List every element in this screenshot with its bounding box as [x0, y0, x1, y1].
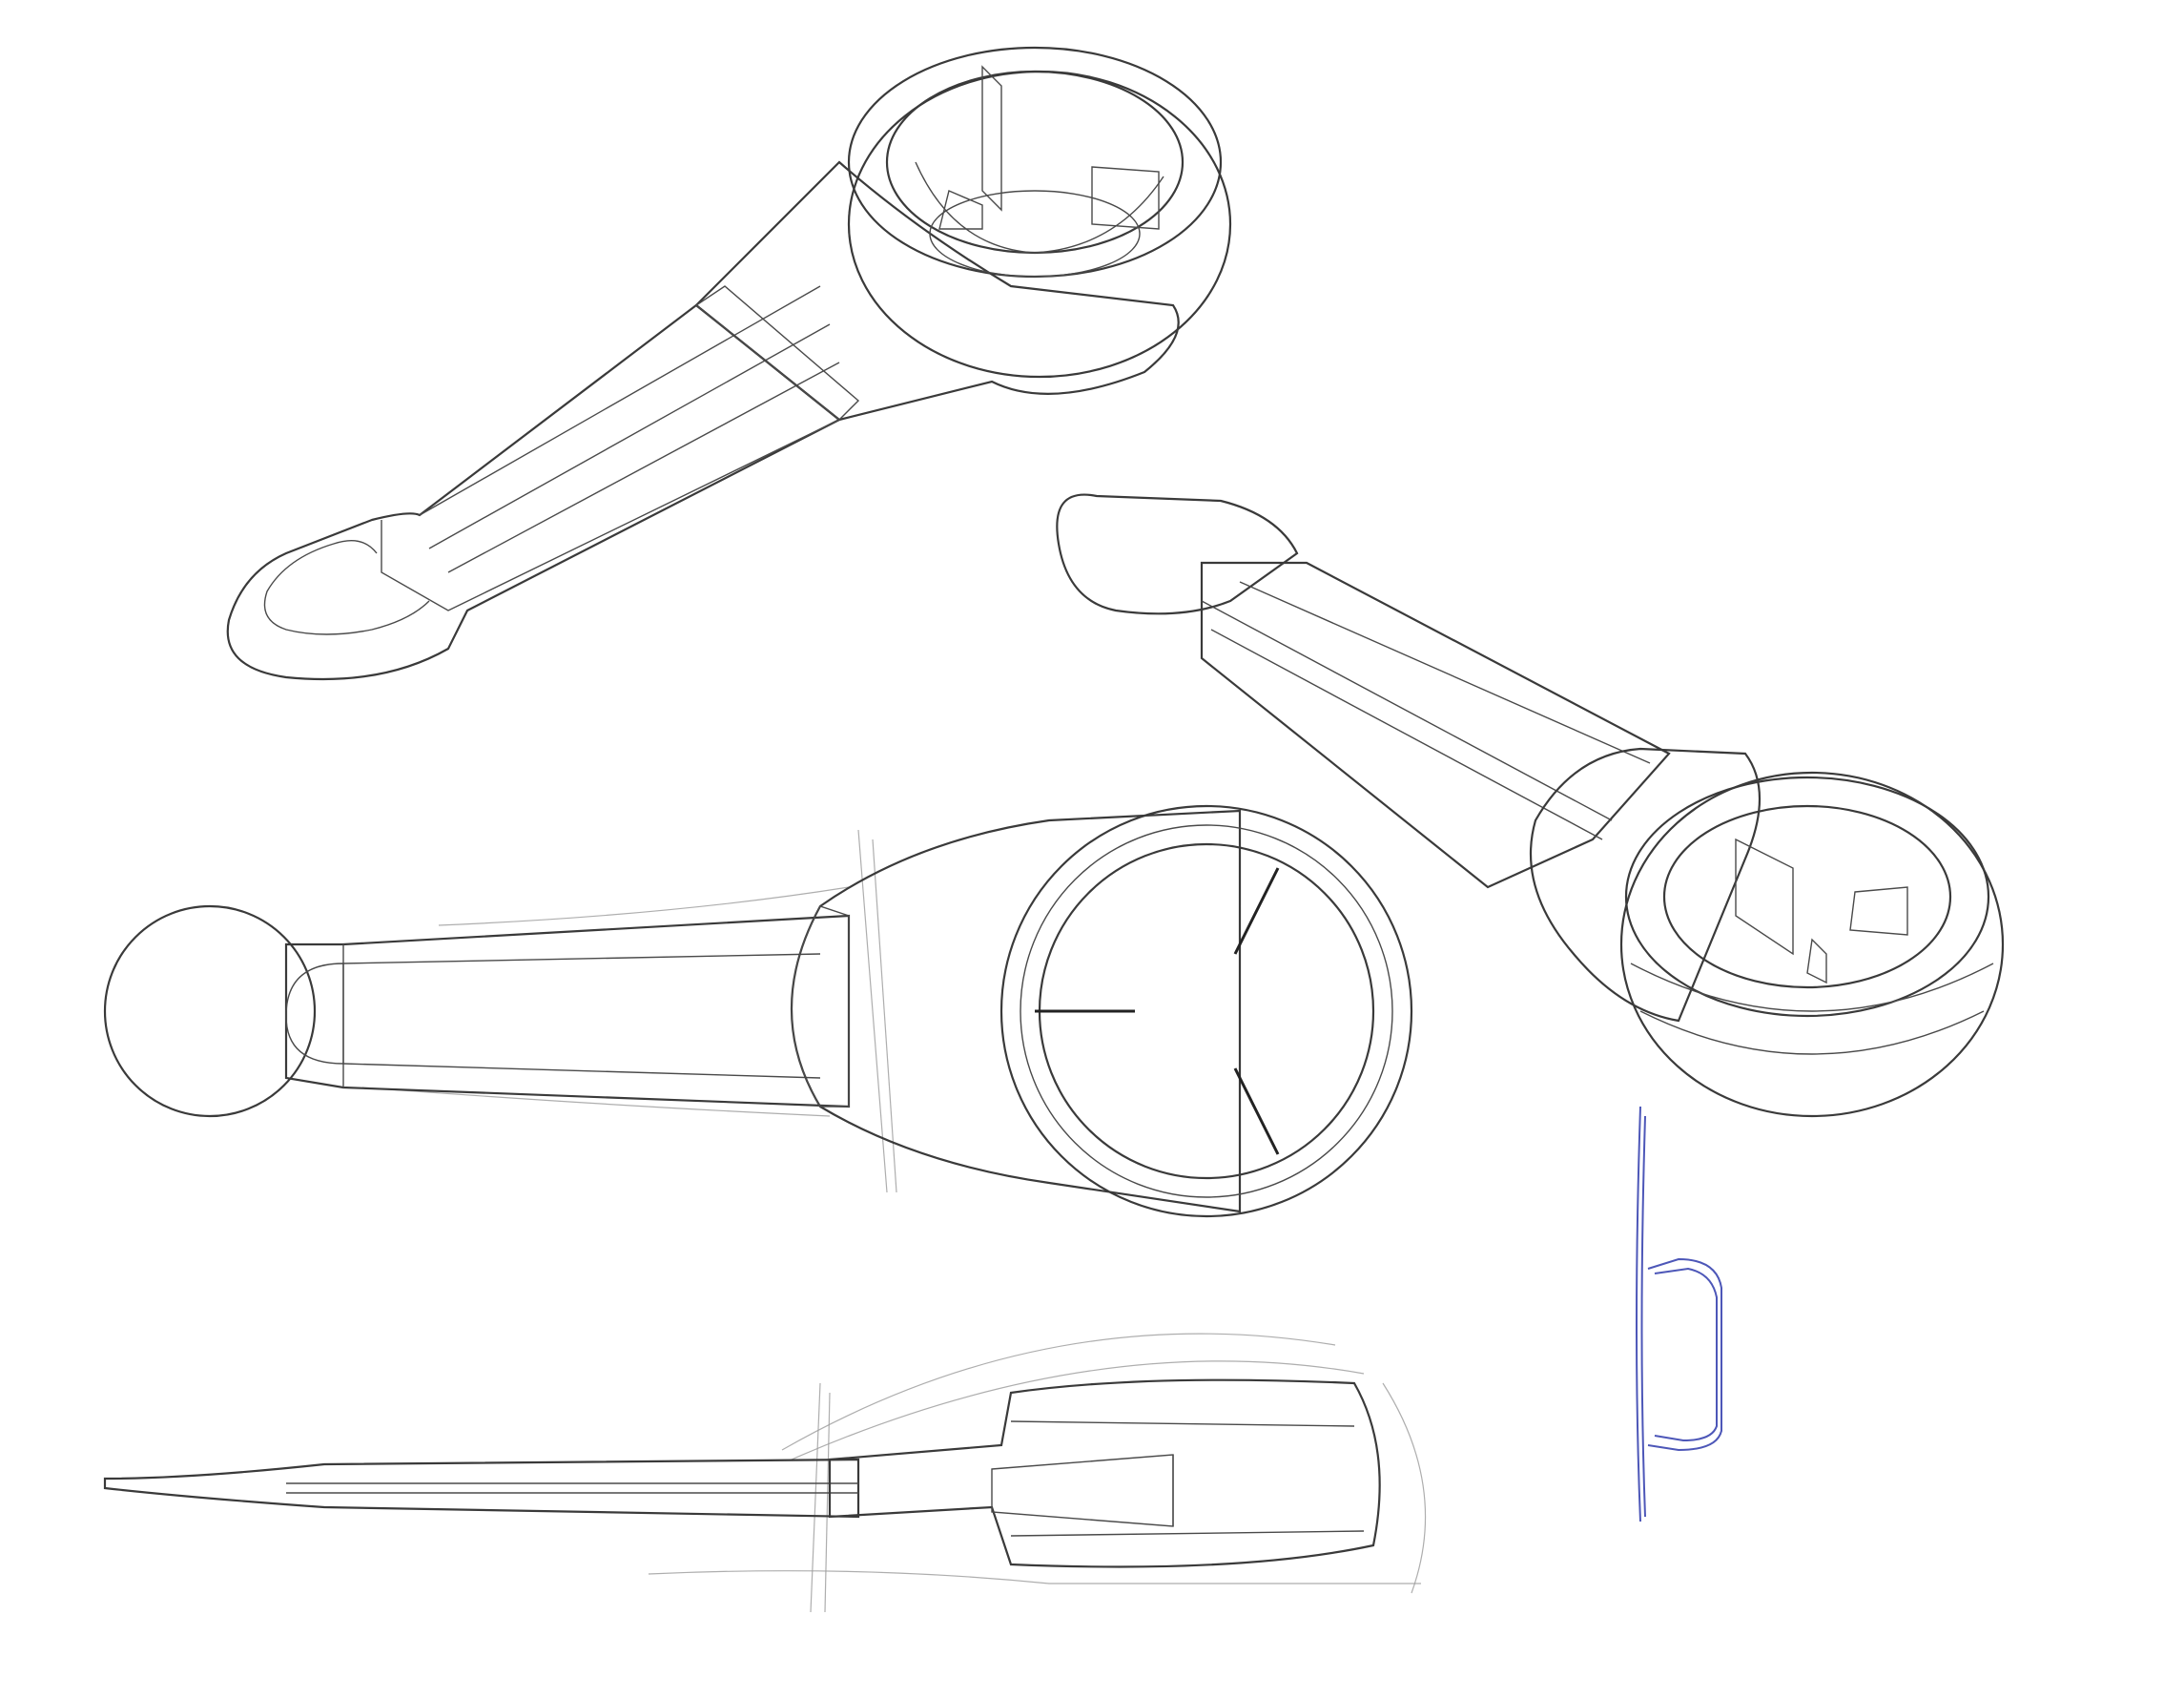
spoon-end-circle [103, 904, 317, 1118]
ring-top [999, 804, 1413, 1218]
spoon-tip [263, 540, 430, 635]
blade-3 [938, 190, 983, 230]
blade-1-right [1735, 838, 1794, 956]
blade-2-right [1849, 886, 1908, 936]
top-view [103, 804, 1413, 1218]
ring-opening-right [1662, 804, 1952, 989]
blade-line-3 [1233, 1067, 1280, 1155]
inner-tab [285, 963, 344, 1065]
green-collar [694, 285, 860, 421]
side-view [103, 1333, 1427, 1613]
clear-handle-top [284, 914, 851, 1108]
green-body-side [828, 1378, 1381, 1568]
isometric-view-left [226, 46, 1232, 681]
clear-handle-side [103, 1458, 860, 1519]
blade-line-2 [1233, 867, 1280, 955]
blade-wedge-side [991, 1454, 1174, 1527]
ink-section-sketch [1636, 1106, 1722, 1522]
green-body-right [1529, 747, 1761, 1023]
isometric-view-right [1056, 493, 2005, 1118]
clear-handle-right [1200, 561, 1671, 889]
blade-2 [1091, 166, 1160, 230]
spoon-tip-right [1056, 493, 1299, 615]
clear-handle [226, 303, 842, 681]
ring-outer-right [1619, 771, 2005, 1118]
blade-1 [981, 65, 1002, 212]
blade-3-right [1806, 938, 1827, 984]
green-body [694, 160, 1180, 422]
green-body-top [790, 809, 1242, 1213]
